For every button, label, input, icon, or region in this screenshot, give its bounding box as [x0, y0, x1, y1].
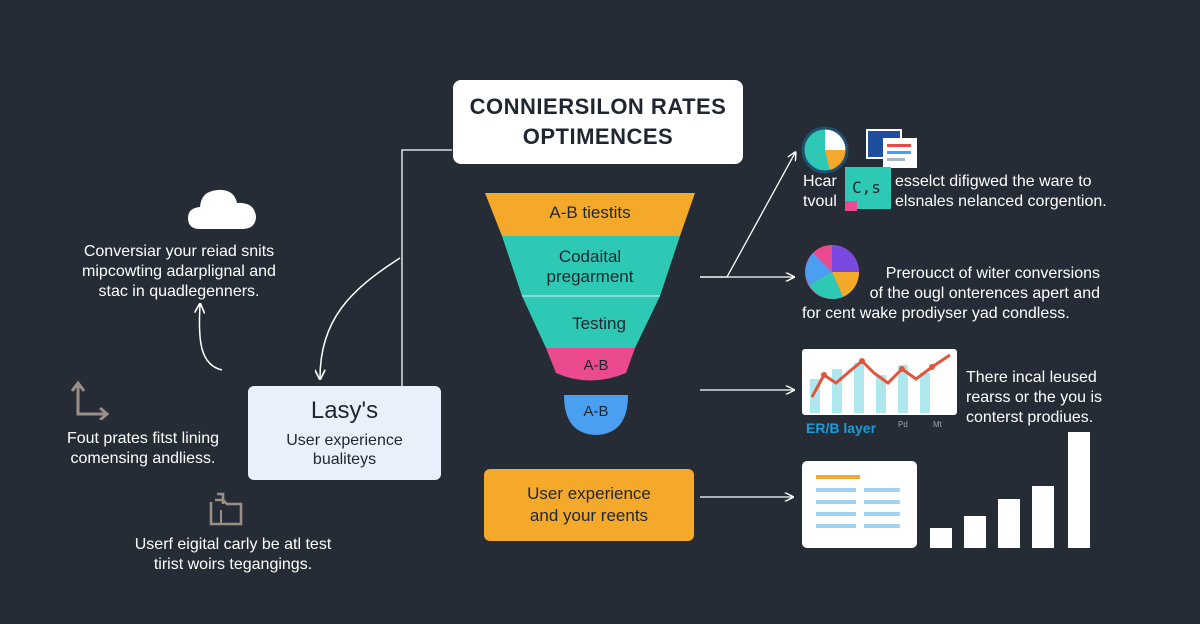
- funnel-stage-1: [485, 193, 695, 236]
- funnel-stage-4: [546, 348, 635, 381]
- funnel-stage-1-label: A-B tiestits: [549, 203, 631, 222]
- funnel: [485, 193, 695, 435]
- connector-curve-arrow: [320, 257, 401, 378]
- donut-chart-icon: [805, 245, 860, 300]
- funnel-stage-3: [522, 296, 660, 348]
- right-block-1-col1-line2: tvoul: [803, 193, 837, 210]
- left-block-1-line2: mipcowting adarplignal and: [82, 263, 276, 280]
- lasys-card-heading: Lasy's: [310, 397, 379, 424]
- svg-text:C,s: C,s: [852, 178, 881, 197]
- left-block-3: Userf eigital carly be atl test tirist w…: [108, 535, 358, 575]
- right-block-1-col1-line1: Hcar: [803, 173, 837, 190]
- left-block-1-line3: stac in quadlegenners.: [98, 283, 260, 300]
- right-block-3-line2: rearss or the you is: [966, 389, 1103, 406]
- chart-small-label-1: Pd: [898, 420, 908, 429]
- chart-caption: ER/B layer: [806, 420, 877, 436]
- funnel-stage-5: [564, 395, 628, 435]
- table-icon: [802, 461, 917, 548]
- right-block-2-line2: of the ougl onterences apert and: [869, 285, 1100, 302]
- lasys-card: Lasy's User experience bualiteys: [248, 386, 441, 480]
- line-chart-icon: [802, 349, 957, 415]
- lasys-card-sub-line2: bualiteys: [312, 451, 377, 468]
- bar-chart-icon: [930, 432, 1090, 548]
- table-graphic: [816, 475, 900, 528]
- funnel-stage-2-text: Codaital pregarment: [546, 247, 634, 286]
- user-experience-card-line2: and your reents: [529, 506, 649, 525]
- right-block-2-line3: for cent wake prodiyser yad condless.: [802, 305, 1070, 322]
- right-block-2-line1: Preroucct of witer conversions: [885, 265, 1100, 282]
- cloud-icon: [188, 189, 256, 229]
- funnel-stage-2-label: Codaital pregarment: [490, 247, 690, 287]
- right-block-1-col1: Hcar tvoul: [803, 172, 837, 212]
- right-block-1-col2-line1: esselct difigwed the ware to: [895, 173, 1092, 190]
- connector-up-arrow: [199, 305, 223, 371]
- title-line2: OPTIMENCES: [522, 124, 674, 149]
- left-block-3-line1: Userf eigital carly be atl test: [134, 536, 332, 553]
- left-block-2-line2: comensing andliess.: [70, 450, 216, 467]
- right-block-1-col2-line2: elsnales nelanced corgention.: [895, 193, 1107, 210]
- code-icon: C,s: [845, 167, 891, 211]
- funnel-stage-4-label: A-B: [583, 357, 609, 374]
- line-chart-graphic: [810, 353, 951, 413]
- left-block-2: Fout prates fitst lining comensing andli…: [58, 429, 228, 469]
- title-line1: CONNIERSILON RATES: [469, 94, 727, 119]
- corner-arrow-icon: [70, 380, 110, 420]
- lasys-card-sub-line1: User experience: [286, 432, 403, 449]
- right-block-2: Preroucct of witer conversions of the ou…: [800, 264, 1100, 324]
- funnel-stage-2: [502, 236, 680, 296]
- connector-title-to-card: [401, 149, 452, 386]
- left-block-1: Conversiar your reiad snits mipcowting a…: [66, 242, 292, 302]
- right-block-3: There incal leused rearss or the you is …: [966, 368, 1102, 428]
- right-block-3-line1: There incal leused: [966, 369, 1097, 386]
- funnel-stage-5-label: A-B: [583, 403, 609, 420]
- right-block-3-line3: conterst prodiues.: [966, 409, 1094, 426]
- diagram-title: CONNIERSILON RATES OPTIMENCES: [453, 80, 743, 164]
- left-block-2-line1: Fout prates fitst lining: [66, 430, 220, 447]
- document-icon: [866, 129, 917, 168]
- right-block-1-col2: esselct difigwed the ware to elsnales ne…: [895, 172, 1107, 212]
- user-experience-card: User experience and your reents: [484, 469, 694, 541]
- funnel-stage-3-label: Testing: [572, 314, 626, 333]
- chart-small-label-2: Mt: [933, 420, 942, 429]
- user-experience-card-line1: User experience: [527, 484, 651, 503]
- left-block-1-line1: Conversiar your reiad snits: [83, 243, 275, 260]
- folder-icon: [209, 492, 243, 526]
- left-block-3-line2: tirist woirs tegangings.: [153, 556, 313, 573]
- pie-chart-icon: [801, 126, 849, 174]
